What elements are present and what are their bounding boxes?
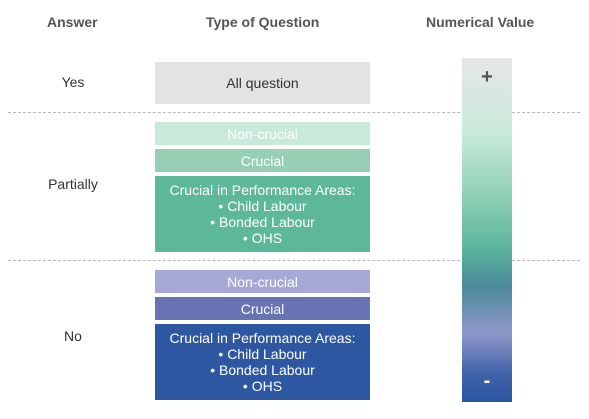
- numerical-value-gradient-bar: + -: [462, 58, 512, 402]
- partially-crucial-box: Crucial: [155, 149, 370, 172]
- header-numerical-value: Numerical Value: [426, 14, 535, 30]
- no-crucial-box: Crucial: [155, 297, 370, 320]
- no-performance-areas-box: Crucial in Performance Areas: • Child La…: [155, 324, 370, 400]
- no-crucial-text: Crucial: [240, 300, 285, 317]
- answer-no-label: No: [64, 328, 82, 344]
- no-non-crucial-box: Non-crucial: [155, 270, 370, 293]
- partially-performance-areas-box: Crucial in Performance Areas: • Child La…: [155, 176, 370, 252]
- minus-sign: -: [483, 370, 491, 392]
- partially-non-crucial-text: Non-crucial: [227, 125, 298, 142]
- header-type-of-question: Type of Question: [206, 14, 320, 30]
- partially-performance-areas-title: Crucial in Performance Areas:: [169, 182, 356, 198]
- yes-all-question-box: All question: [155, 62, 370, 104]
- answer-partially-label: Partially: [48, 176, 98, 192]
- no-non-crucial-text: Non-crucial: [227, 273, 298, 290]
- no-performance-areas-title: Crucial in Performance Areas:: [169, 330, 356, 346]
- no-item-child-labour: • Child Labour: [218, 346, 307, 362]
- partially-item-child-labour: • Child Labour: [218, 198, 307, 214]
- divider-yes-partially: [8, 112, 580, 113]
- partially-item-ohs: • OHS: [242, 230, 283, 246]
- partially-crucial-text: Crucial: [240, 152, 285, 169]
- no-item-bonded-labour: • Bonded Labour: [210, 362, 315, 378]
- divider-partially-no: [8, 260, 580, 261]
- plus-sign: +: [481, 66, 493, 88]
- yes-all-question-text: All question: [226, 75, 299, 91]
- answer-yes-label: Yes: [61, 74, 85, 90]
- no-item-ohs: • OHS: [242, 378, 283, 394]
- header-answer: Answer: [47, 14, 98, 30]
- partially-non-crucial-box: Non-crucial: [155, 122, 370, 145]
- partially-item-bonded-labour: • Bonded Labour: [210, 214, 315, 230]
